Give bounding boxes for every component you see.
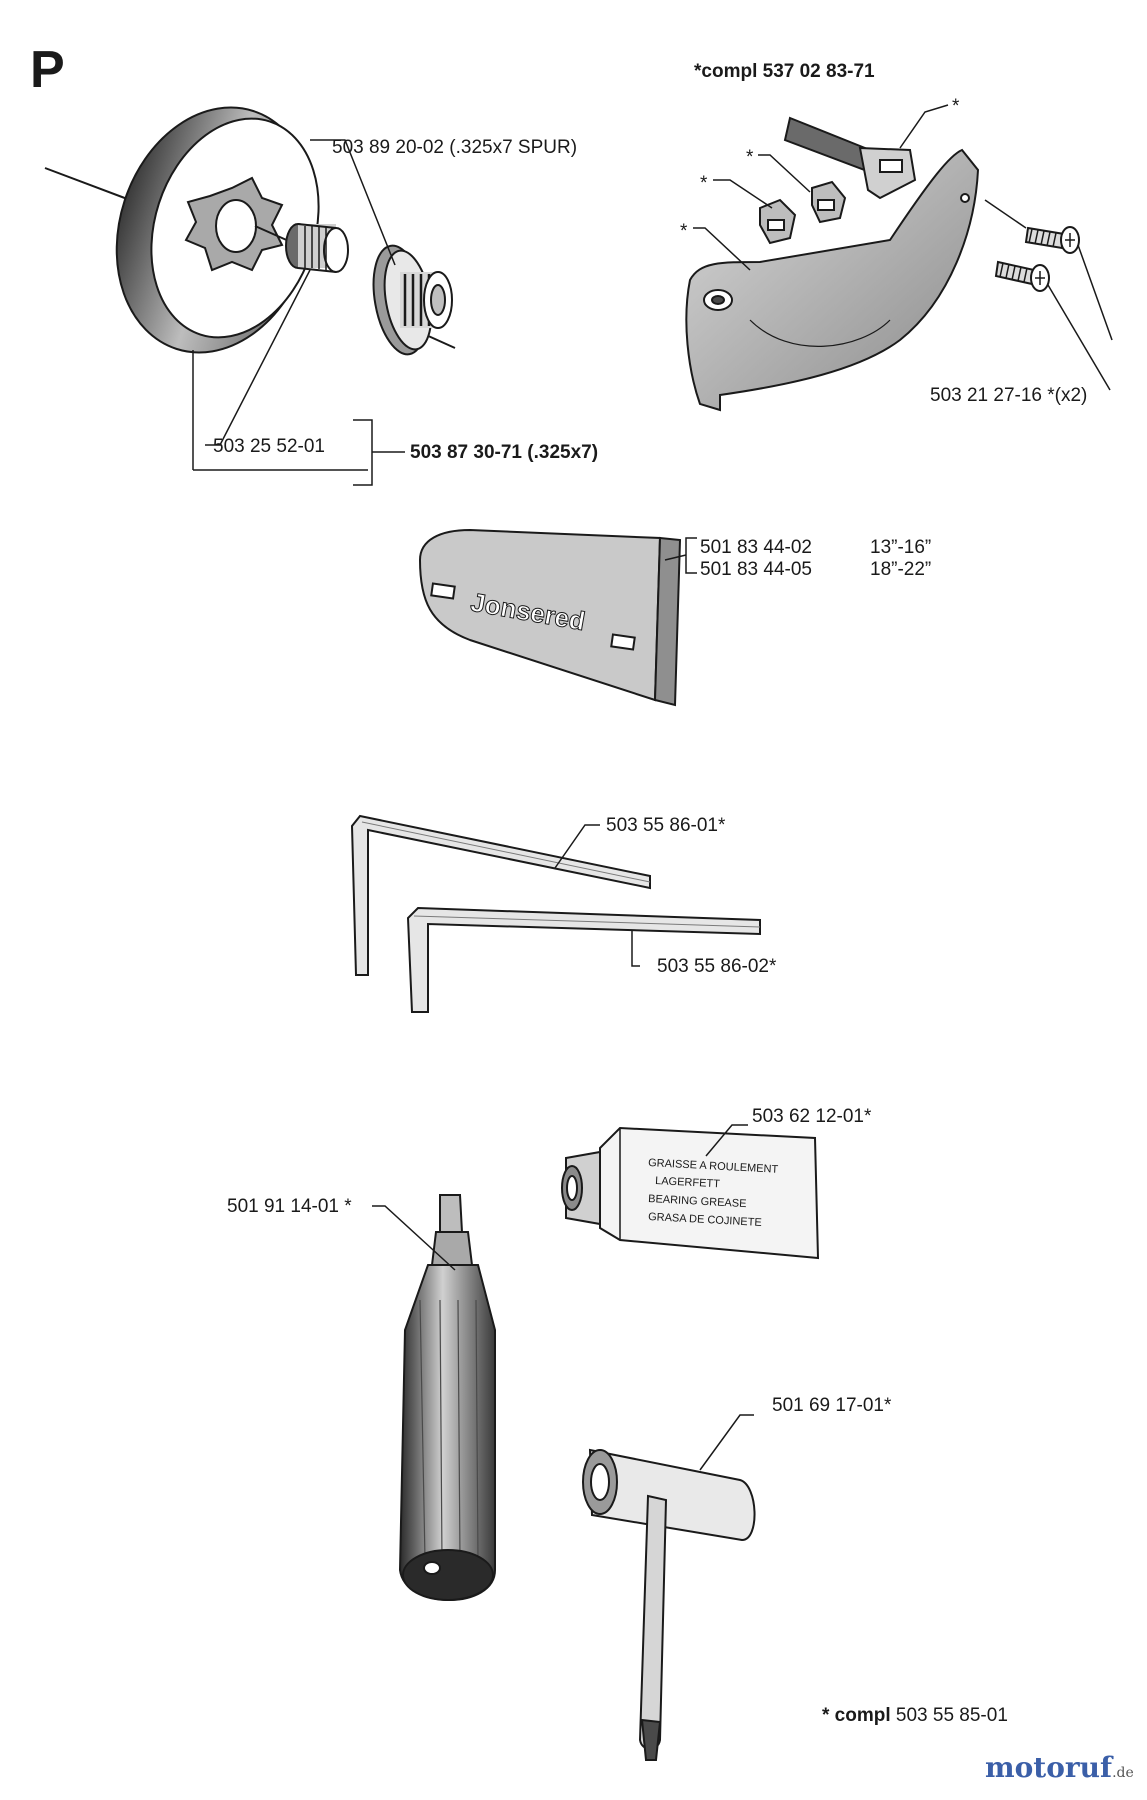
hex-key-1-part-number: 503 55 86-01* <box>606 815 726 836</box>
hex-key-long-drawing <box>350 814 651 976</box>
grease-tube-drawing: GRAISSE A ROULEMENT LAGERFETT BEARING GR… <box>561 1126 820 1260</box>
tool-kit-compl-prefix: * compl <box>822 1705 891 1726</box>
combination-wrench-part-number: 501 69 17-01* <box>772 1395 892 1416</box>
cover-kit-star-4: * <box>680 221 688 242</box>
group4-leader-lines <box>554 824 640 967</box>
group3-leader-lines <box>664 537 697 574</box>
section-letter: P <box>30 41 65 99</box>
cover-kit-star-1: * <box>952 96 960 117</box>
chain-tensioner-drawing <box>783 116 917 200</box>
group5-leader-lines <box>372 1124 754 1471</box>
combination-wrench-drawing <box>582 1448 756 1761</box>
tool-kit-compl-label: * compl 503 55 85-01 <box>822 1706 1008 1725</box>
sprocket-cover-drawing <box>685 148 980 412</box>
cover-screws-drawing <box>994 226 1080 292</box>
clutch-drum-drawing <box>44 106 456 354</box>
hex-key-short-drawing <box>406 906 761 1013</box>
screwdriver-handle-drawing <box>398 1194 496 1601</box>
bar-guard-drawing: Jonsered <box>418 528 682 707</box>
grease-label-line-2: LAGERFETT <box>655 1175 721 1190</box>
watermark-name: motoruf <box>985 1751 1113 1784</box>
watermark-tld: .de <box>1112 1765 1134 1781</box>
bar-guard-part-number-2: 501 83 44-05 <box>700 559 812 580</box>
cover-kit-compl-label: *compl 537 02 83-71 <box>694 61 875 82</box>
bar-guard-size-2: 18”-22” <box>870 559 932 580</box>
needle-bearing-drawing <box>285 223 349 273</box>
tool-kit-compl-part-number: 503 55 85-01 <box>895 1705 1008 1726</box>
screwdriver-handle-part-number: 501 91 14-01 * <box>227 1196 352 1217</box>
grease-tube-part-number: 503 62 12-01* <box>752 1106 872 1127</box>
spur-sprocket-drawing <box>372 244 453 356</box>
needle-bearing-part-number: 503 25 52-01 <box>213 436 325 457</box>
spur-sprocket-part-number: 503 89 20-02 (.325x7 SPUR) <box>332 137 578 158</box>
group2-leader-lines <box>693 104 1113 391</box>
grease-label-line-4: GRASA DE COJINETE <box>648 1211 762 1229</box>
bar-guard-size-1: 13”-16” <box>870 537 932 558</box>
cover-screws-part-number: 503 21 27-16 *(x2) <box>930 385 1088 406</box>
tensioner-nut-drawing <box>759 198 797 245</box>
cover-kit-star-3: * <box>700 173 708 194</box>
bar-guard-part-number-1: 501 83 44-02 <box>700 537 812 558</box>
cover-kit-star-2: * <box>746 147 754 168</box>
tensioner-block-drawing <box>811 180 847 224</box>
watermark-logo: motoruf.de <box>985 1754 1134 1782</box>
hex-key-2-part-number: 503 55 86-02* <box>657 956 777 977</box>
group1-leader-lines <box>192 139 405 486</box>
grease-label-line-3: BEARING GREASE <box>648 1193 747 1210</box>
clutch-drum-kit-part-number: 503 87 30-71 (.325x7) <box>410 442 599 463</box>
